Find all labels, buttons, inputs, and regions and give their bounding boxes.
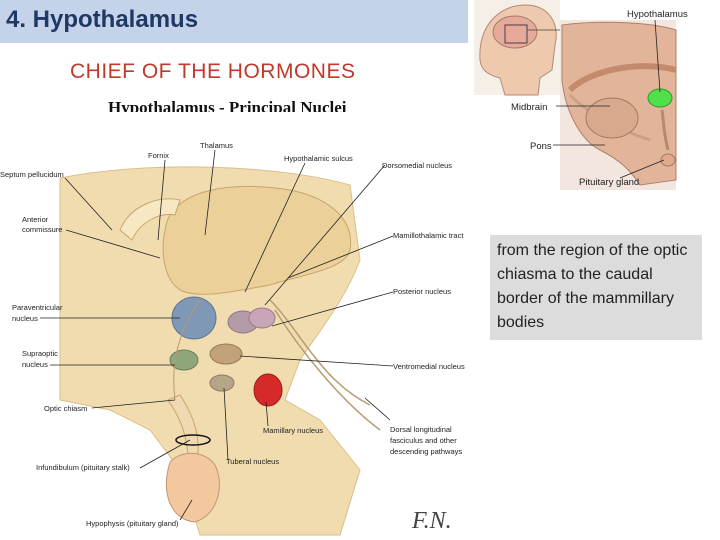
label-pons: Pons: [530, 141, 552, 152]
label-septum-pellucidum: Septum pellucidum: [0, 170, 64, 179]
label-anterior-commissure-line2: commissure: [22, 225, 62, 234]
label-tuberal-nucleus: Tuberal nucleus: [226, 457, 279, 466]
ventromedial-nucleus-shape: [210, 344, 242, 364]
label-pituitary-gland: Pituitary gland: [579, 177, 639, 188]
label-supraoptic-line1: Supraoptic: [22, 349, 58, 358]
label-fornix: Fornix: [148, 151, 169, 160]
label-supraoptic-line2: nucleus: [22, 360, 48, 369]
description-box: from the region of the optic chiasma to …: [490, 235, 702, 340]
label-dorsal-longitudinal-line2: fasciculus and other: [390, 436, 457, 445]
label-hypophysis: Hypophysis (pituitary gland): [86, 519, 179, 528]
tuberal-shape: [210, 375, 234, 391]
label-paraventricular-line1: Paraventricular: [12, 303, 63, 312]
hypothalamus-diagram: F.N. Fornix Thalamus Hypothalamic sulcus…: [0, 112, 466, 540]
svg-text:F.N.: F.N.: [411, 508, 452, 534]
label-midbrain: Midbrain: [511, 102, 547, 113]
label-dorsal-longitudinal-line3: descending pathways: [390, 447, 462, 456]
label-dorsomedial-nucleus: Dorsomedial nucleus: [382, 161, 452, 170]
label-dorsal-longitudinal-line1: Dorsal longitudinal: [390, 425, 452, 434]
label-anterior-commissure-line1: Anterior: [22, 215, 49, 224]
label-posterior-nucleus: Posterior nucleus: [393, 287, 451, 296]
label-optic-chiasm: Optic chiasm: [44, 404, 87, 413]
description-text: from the region of the optic chiasma to …: [490, 235, 702, 335]
label-infundibulum: Infundibulum (pituitary stalk): [36, 463, 130, 472]
label-paraventricular-line2: nucleus: [12, 314, 38, 323]
label-mamillary-nucleus: Mamillary nucleus: [263, 426, 323, 435]
label-mamillothalamic-tract: Mamillothalamic tract: [393, 231, 464, 240]
label-thalamus: Thalamus: [200, 141, 233, 150]
label-hypothalamic-sulcus: Hypothalamic sulcus: [284, 154, 353, 163]
posterior-nucleus: [249, 308, 275, 328]
label-ventromedial-nucleus: Ventromedial nucleus: [393, 362, 465, 371]
mamillary-nucleus-shape: [254, 374, 282, 406]
brain-location-diagram: Hypothalamus Midbrain Pons Pituitary gla…: [474, 0, 688, 190]
label-hypothalamus: Hypothalamus: [627, 9, 688, 20]
